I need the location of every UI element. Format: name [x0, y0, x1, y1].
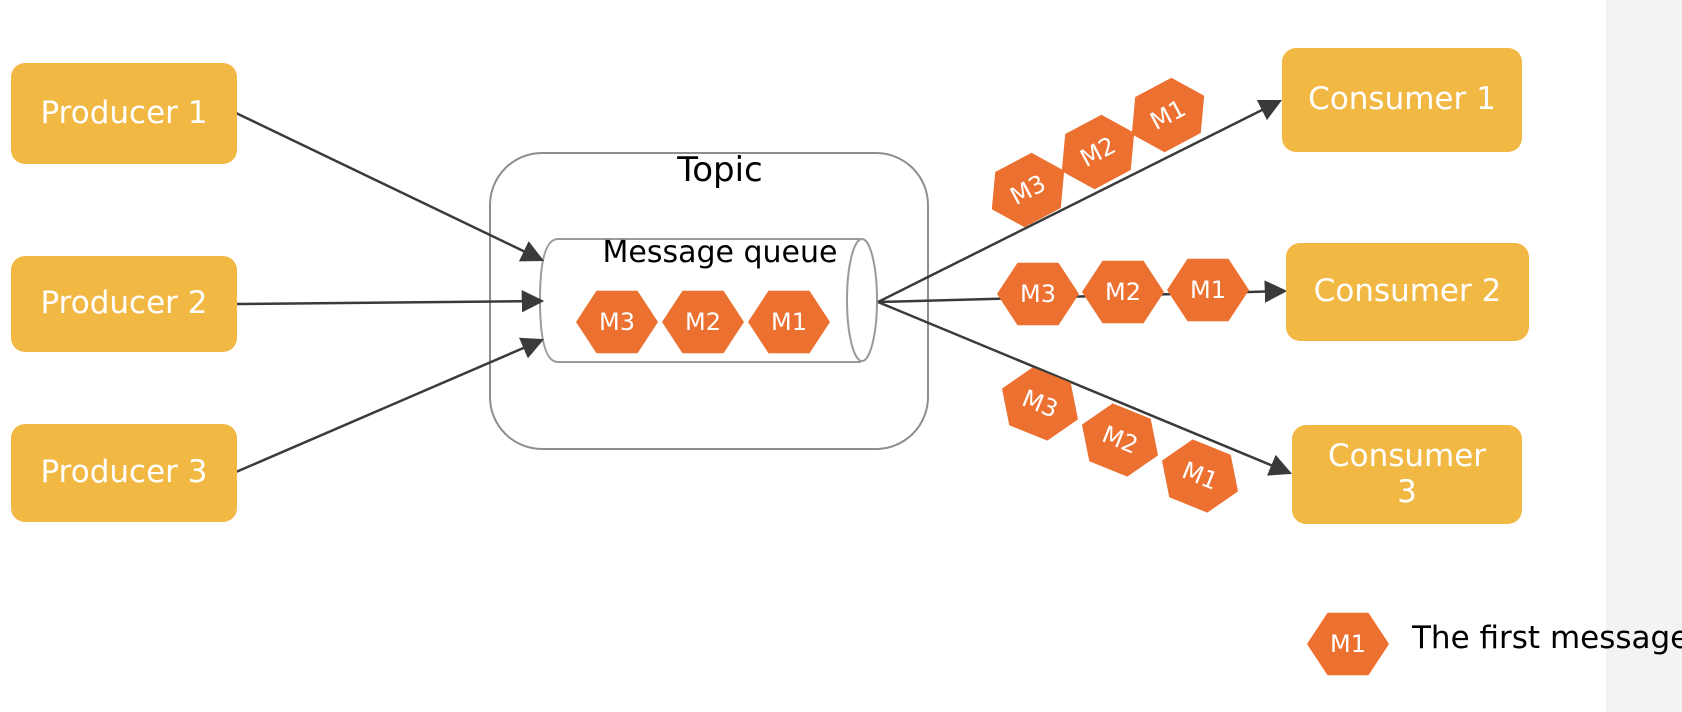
consumer-2-messages: M3 M2 M1	[997, 258, 1249, 326]
producer-1-arrow	[235, 111, 545, 262]
queue-messages: M3 M2 M1	[576, 290, 830, 354]
queue-message-m3: M3	[576, 290, 658, 354]
producer-2-arrow	[235, 289, 545, 313]
consumer-2-message-m1: M1	[1167, 258, 1249, 322]
legend-hex: M1	[1307, 612, 1389, 676]
consumer-2-message-m1-label: M1	[1190, 276, 1226, 304]
consumer-3-message-m2: M2	[1081, 403, 1159, 477]
queue-message-m2-shape	[662, 290, 744, 354]
queue-message-m2: M2	[662, 290, 744, 354]
consumer-1-message-m1: M1	[1131, 77, 1205, 153]
legend-message-symbol: M1	[1307, 612, 1389, 676]
producer-3-arrow	[235, 337, 545, 474]
consumer-2-message-m3: M3	[997, 262, 1079, 326]
consumer-3-message-m3: M3	[1001, 367, 1079, 441]
consumer-3-box: Consumer 3	[1292, 425, 1522, 524]
consumer-1-message-m3-shape	[991, 152, 1065, 228]
consumer-3-message-m1-shape	[1161, 439, 1239, 513]
queue-message-m3-label: M3	[599, 308, 635, 336]
legend-text: The first message	[1412, 620, 1682, 656]
producer-1-label: Producer 1	[40, 94, 208, 131]
consumer-1-message-m2-shape	[1061, 114, 1135, 190]
consumer-2-message-m2-shape	[1082, 260, 1164, 324]
producer-3-box: Producer 3	[11, 424, 237, 522]
message-queue-title: Message queue	[602, 235, 838, 270]
queue-message-m2-label: M2	[685, 308, 721, 336]
consumer-3-message-m1: M1	[1161, 439, 1239, 513]
consumer-1-message-m1-shape	[1131, 77, 1205, 153]
consumer-3-message-m3-shape	[1001, 367, 1079, 441]
queue-message-m1-label: M1	[771, 308, 807, 336]
producer-2-box: Producer 2	[11, 256, 237, 352]
producer-3-label: Producer 3	[40, 454, 208, 491]
consumer-1-message-m3: M3	[991, 152, 1065, 228]
consumer-3-arrow	[877, 300, 1293, 476]
consumer-1-message-m2: M2	[1061, 114, 1135, 190]
legend-hex-label: M1	[1330, 630, 1366, 658]
consumer-1-box: Consumer 1	[1282, 48, 1522, 152]
queue-message-m1-shape	[748, 290, 830, 354]
consumer-2-message-m3-label: M3	[1020, 280, 1056, 308]
producer-2-label: Producer 2	[40, 285, 208, 322]
topic-title: Topic	[677, 150, 763, 190]
consumer-2-message-m2-label: M2	[1105, 278, 1141, 306]
consumer-1-arrow	[877, 99, 1283, 304]
consumer-1-label: Consumer 1	[1308, 81, 1496, 118]
consumer-2-message-m2: M2	[1082, 260, 1164, 324]
consumer-2-label: Consumer 2	[1313, 273, 1502, 310]
background-strip	[1606, 0, 1682, 712]
consumer-3-message-m2-shape	[1081, 403, 1159, 477]
consumer-2-message-m3-shape	[997, 262, 1079, 326]
legend-hex-shape	[1307, 612, 1389, 676]
consumer-3-label: Consumer 3	[1327, 437, 1487, 510]
consumer-2-box: Consumer 2	[1286, 243, 1529, 341]
producer-1-box: Producer 1	[11, 63, 237, 164]
queue-message-m1: M1	[748, 290, 830, 354]
consumer-2-message-m1-shape	[1167, 258, 1249, 322]
queue-message-m3-shape	[576, 290, 658, 354]
